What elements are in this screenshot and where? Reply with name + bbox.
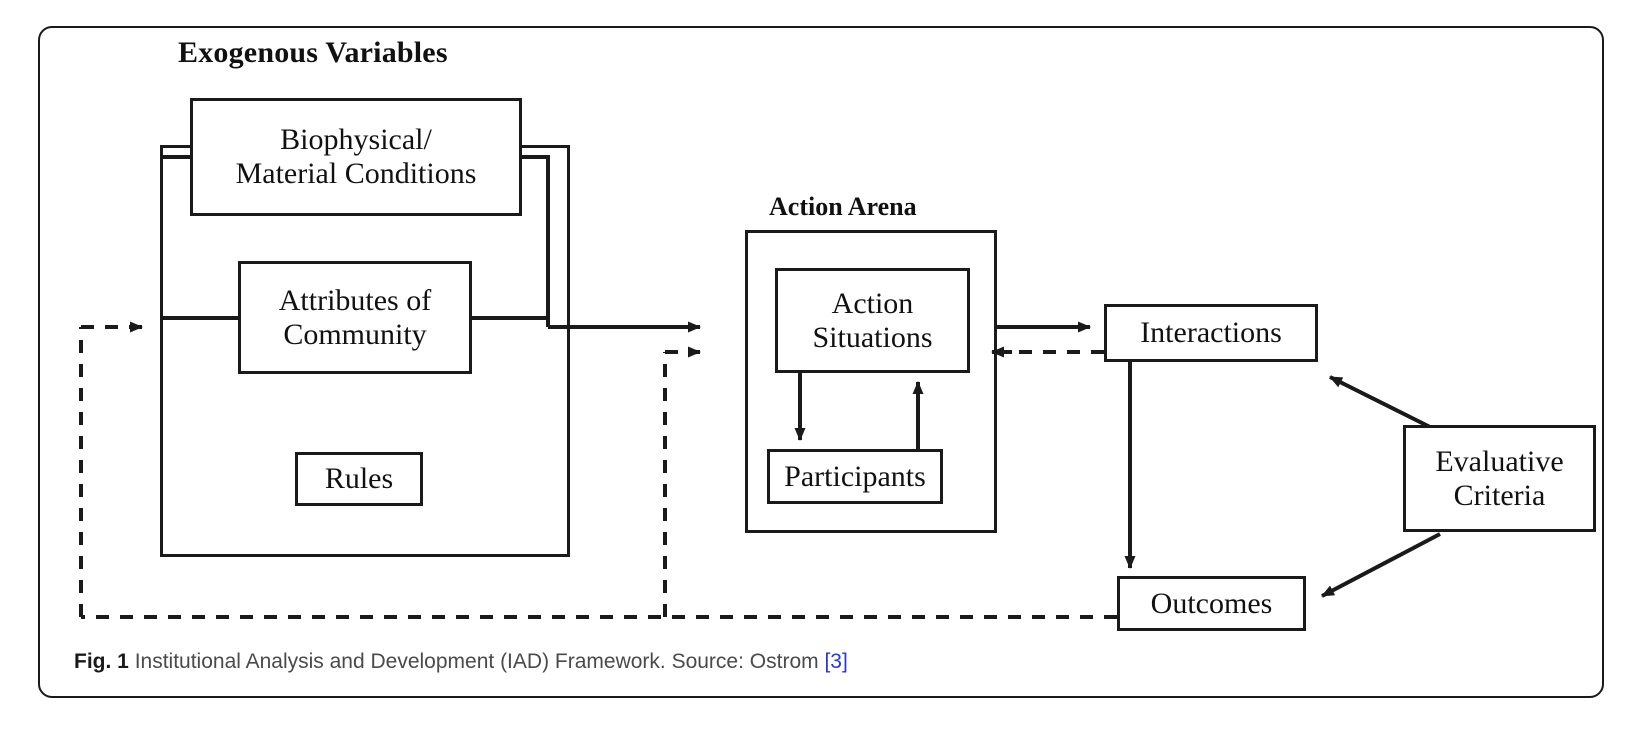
node-attributes-line2: Community xyxy=(283,317,427,351)
node-attributes-line1: Attributes of xyxy=(278,283,432,317)
heading-action-arena: Action Arena xyxy=(769,192,917,221)
node-evaluative-line1: Evaluative xyxy=(1435,444,1564,478)
node-interactions: Interactions xyxy=(1104,304,1318,362)
node-attributes-of-community: Attributes of Community xyxy=(238,261,472,374)
figure-caption-citation-link[interactable]: [3] xyxy=(824,650,848,673)
node-evaluative-criteria: Evaluative Criteria xyxy=(1403,425,1596,532)
figure-caption-label: Fig. 1 xyxy=(74,650,129,673)
node-participants: Participants xyxy=(767,449,943,504)
node-biophysical-material-conditions: Biophysical/ Material Conditions xyxy=(190,98,522,216)
node-rules: Rules xyxy=(295,452,423,506)
group-action-arena xyxy=(745,230,997,533)
node-evaluative-line2: Criteria xyxy=(1453,478,1546,512)
heading-exogenous-variables: Exogenous Variables xyxy=(178,36,448,69)
node-outcomes-label: Outcomes xyxy=(1150,586,1273,620)
figure-caption-text: Institutional Analysis and Development (… xyxy=(134,650,819,673)
node-action-situations: Action Situations xyxy=(775,268,970,373)
node-participants-label: Participants xyxy=(784,459,926,493)
node-outcomes: Outcomes xyxy=(1117,576,1306,631)
node-rules-label: Rules xyxy=(324,462,394,496)
node-biophysical-line1: Biophysical/ xyxy=(280,123,432,157)
node-action-situations-line2: Situations xyxy=(812,320,933,354)
node-biophysical-line2: Material Conditions xyxy=(235,157,477,190)
node-interactions-label: Interactions xyxy=(1140,316,1282,350)
node-action-situations-line1: Action xyxy=(831,286,914,320)
figure-caption: Fig. 1 Institutional Analysis and Develo… xyxy=(74,650,1494,674)
